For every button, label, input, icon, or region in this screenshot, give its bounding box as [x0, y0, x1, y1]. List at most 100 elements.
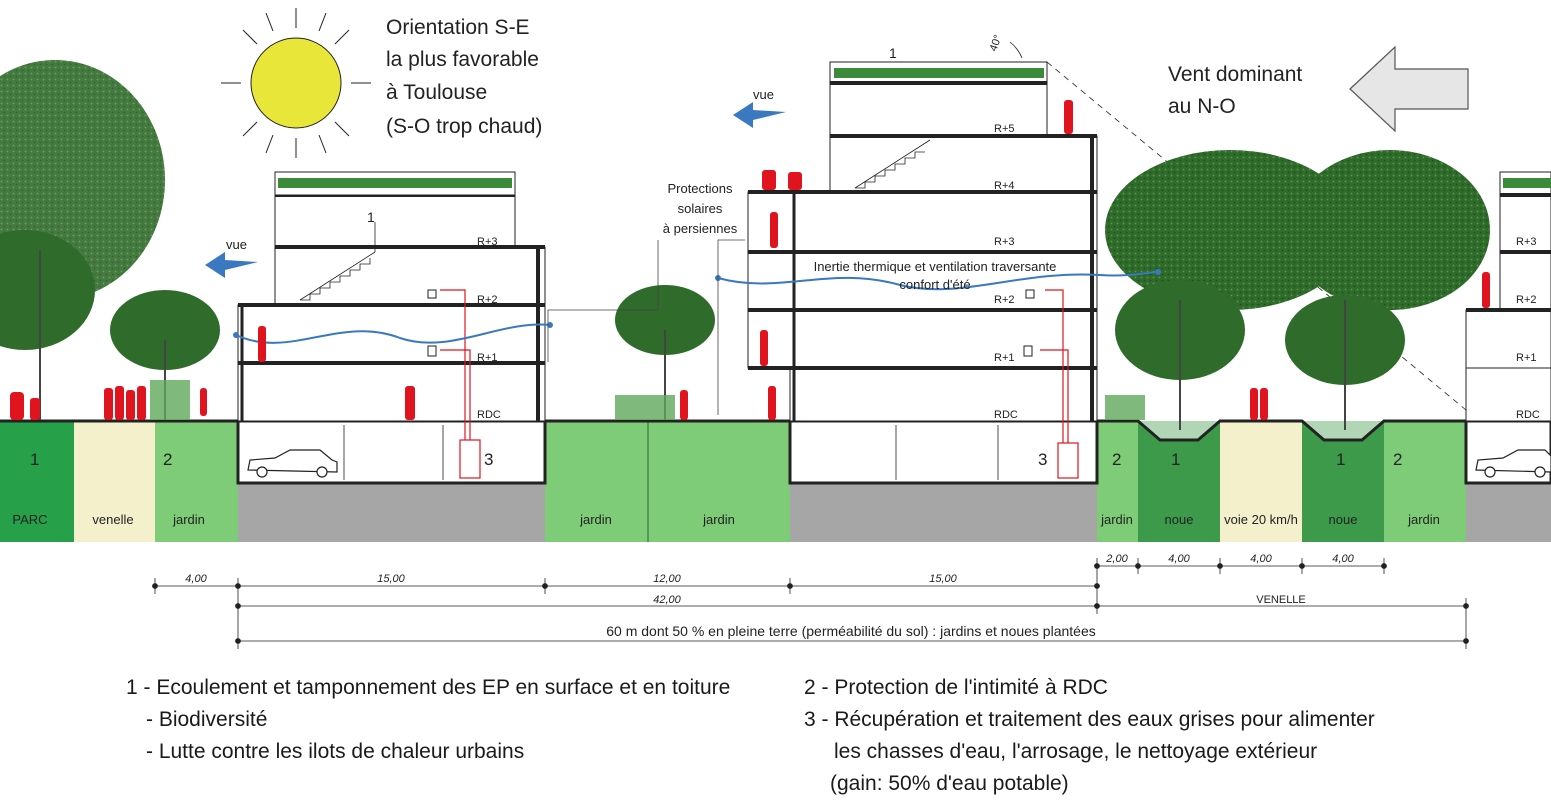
svg-text:R+4: R+4 — [994, 180, 1015, 192]
svg-text:R+3: R+3 — [994, 236, 1015, 248]
svg-text:R+3: R+3 — [1516, 236, 1537, 248]
svg-text:à persiennes: à persiennes — [663, 221, 738, 236]
svg-text:1: 1 — [30, 450, 39, 469]
legend-item: (gain: 50% d'eau potable) — [830, 772, 1069, 795]
svg-text:2: 2 — [1393, 450, 1402, 469]
svg-text:R+5: R+5 — [994, 123, 1015, 135]
svg-text:15,00: 15,00 — [929, 573, 957, 585]
car-icon — [247, 449, 338, 478]
people-figures — [10, 100, 1490, 420]
dimension-labels: 4,00 15,00 12,00 15,00 42,00 2,00 4,00 4… — [185, 553, 1354, 639]
road-zone — [1220, 421, 1302, 542]
legend-left: 1 - Ecoulement et tamponnement des EP en… — [126, 672, 730, 768]
ventilation-note: Inertie thermique et ventilation travers… — [814, 259, 1057, 292]
svg-text:PARC: PARC — [12, 512, 47, 527]
sink-icon — [1025, 289, 1035, 299]
svg-text:4,00: 4,00 — [1168, 553, 1190, 565]
toilet-icon — [1023, 345, 1033, 357]
svg-text:R+1: R+1 — [477, 352, 498, 364]
svg-text:RDC: RDC — [1516, 409, 1540, 421]
svg-text:2: 2 — [1112, 450, 1121, 469]
svg-text:3: 3 — [1038, 450, 1047, 469]
svg-text:Orientation S-E: Orientation S-E — [386, 16, 530, 39]
svg-text:jardin: jardin — [702, 512, 735, 527]
svg-text:2,00: 2,00 — [1105, 553, 1128, 565]
trees — [0, 60, 1490, 430]
svg-text:RDC: RDC — [477, 409, 501, 421]
legend-right: 2 - Protection de l'intimité à RDC 3 - R… — [804, 672, 1375, 800]
garden-zone-narrow — [1097, 421, 1138, 542]
legend-item: 3 - Récupération et traitement des eaux … — [804, 708, 1375, 731]
car-icon — [1475, 449, 1551, 478]
asphalt-under-left-building — [238, 480, 545, 542]
roof-marker: 1 — [367, 209, 375, 225]
sink-icon — [427, 289, 437, 299]
svg-text:Protections: Protections — [667, 181, 733, 196]
view-label: vue — [226, 237, 247, 252]
svg-text:au N-O: au N-O — [1168, 95, 1236, 118]
svg-text:R+2: R+2 — [1516, 294, 1537, 306]
legend-item: - Lutte contre les ilots de chaleur urba… — [146, 740, 525, 763]
svg-text:noue: noue — [1329, 512, 1358, 527]
sun-note: Orientation S-E la plus favorable à Toul… — [386, 16, 542, 138]
cross-section-svg: Orientation S-E la plus favorable à Toul… — [0, 8, 1551, 649]
zone-numbers: 1 2 3 3 2 1 1 2 — [30, 450, 1402, 469]
svg-text:(S-O trop chaud): (S-O trop chaud) — [386, 115, 542, 138]
svg-text:Vent dominant: Vent dominant — [1168, 63, 1302, 86]
building-left — [236, 171, 547, 485]
svg-text:12,00: 12,00 — [653, 573, 681, 585]
svg-text:venelle: venelle — [92, 512, 133, 527]
ventilation-wave — [717, 271, 1159, 291]
ground-strip — [0, 419, 1551, 542]
svg-text:R+3: R+3 — [477, 236, 498, 248]
svg-text:1: 1 — [1336, 450, 1345, 469]
svg-text:voie 20 km/h: voie 20 km/h — [1224, 512, 1298, 527]
sun-protection-note: Protections solaires à persiennes — [547, 181, 745, 415]
legend-item: les chasses d'eau, l'arrosage, le nettoy… — [834, 740, 1318, 763]
green-roof-right — [834, 68, 1044, 78]
legend-item: - Biodiversité — [146, 708, 268, 731]
garden-zone-right — [1384, 421, 1466, 542]
svg-text:4,00: 4,00 — [185, 573, 207, 585]
view-label: vue — [753, 87, 774, 102]
venelle-zone — [74, 421, 155, 542]
svg-text:R+2: R+2 — [994, 294, 1015, 306]
svg-text:à Toulouse: à Toulouse — [386, 81, 487, 104]
greywater-tank-left — [459, 439, 481, 479]
roof-marker: 1 — [889, 45, 897, 61]
garden-zone-middle — [545, 421, 790, 542]
svg-text:15,00: 15,00 — [377, 573, 405, 585]
svg-text:4,00: 4,00 — [1250, 553, 1272, 565]
legend-item: 1 - Ecoulement et tamponnement des EP en… — [126, 676, 731, 699]
greywater-tank-right — [1057, 442, 1079, 479]
svg-text:noue: noue — [1165, 512, 1194, 527]
svg-text:solaires: solaires — [678, 201, 723, 216]
view-arrow-icon — [733, 102, 786, 128]
ventilation-wave — [235, 323, 551, 344]
floor-labels: RDC R+1 R+2 R+3 RDC R+1 R+2 R+3 R+4 R+5 … — [477, 123, 1540, 421]
svg-text:Inertie thermique et ventilati: Inertie thermique et ventilation travers… — [814, 259, 1057, 274]
wind-note: Vent dominant au N-O — [1168, 63, 1302, 118]
svg-text:jardin: jardin — [579, 512, 612, 527]
svg-text:jardin: jardin — [172, 512, 205, 527]
svg-text:60 m dont 50 % en pleine terre: 60 m dont 50 % en pleine terre (perméabi… — [606, 623, 1096, 639]
angle-label: 40° — [988, 33, 1005, 53]
svg-text:jardin: jardin — [1100, 512, 1133, 527]
dimension-lines — [152, 558, 1469, 649]
asphalt-under-right-building — [790, 480, 1097, 542]
svg-text:42,00: 42,00 — [653, 594, 681, 606]
asphalt-right-edge — [1466, 480, 1551, 542]
legend-item: 2 - Protection de l'intimité à RDC — [804, 676, 1108, 699]
svg-text:VENELLE: VENELLE — [1256, 594, 1306, 606]
svg-text:jardin: jardin — [1407, 512, 1440, 527]
svg-text:R+1: R+1 — [1516, 352, 1537, 364]
svg-text:R+2: R+2 — [477, 294, 498, 306]
toilet-icon — [427, 345, 437, 357]
ground-labels: PARC venelle jardin jardin jardin jardin… — [12, 512, 1439, 527]
svg-text:1: 1 — [1171, 450, 1180, 469]
svg-text:RDC: RDC — [994, 409, 1018, 421]
garden-zone-left — [155, 421, 238, 542]
green-roof-left — [278, 178, 512, 188]
svg-text:2: 2 — [163, 450, 172, 469]
